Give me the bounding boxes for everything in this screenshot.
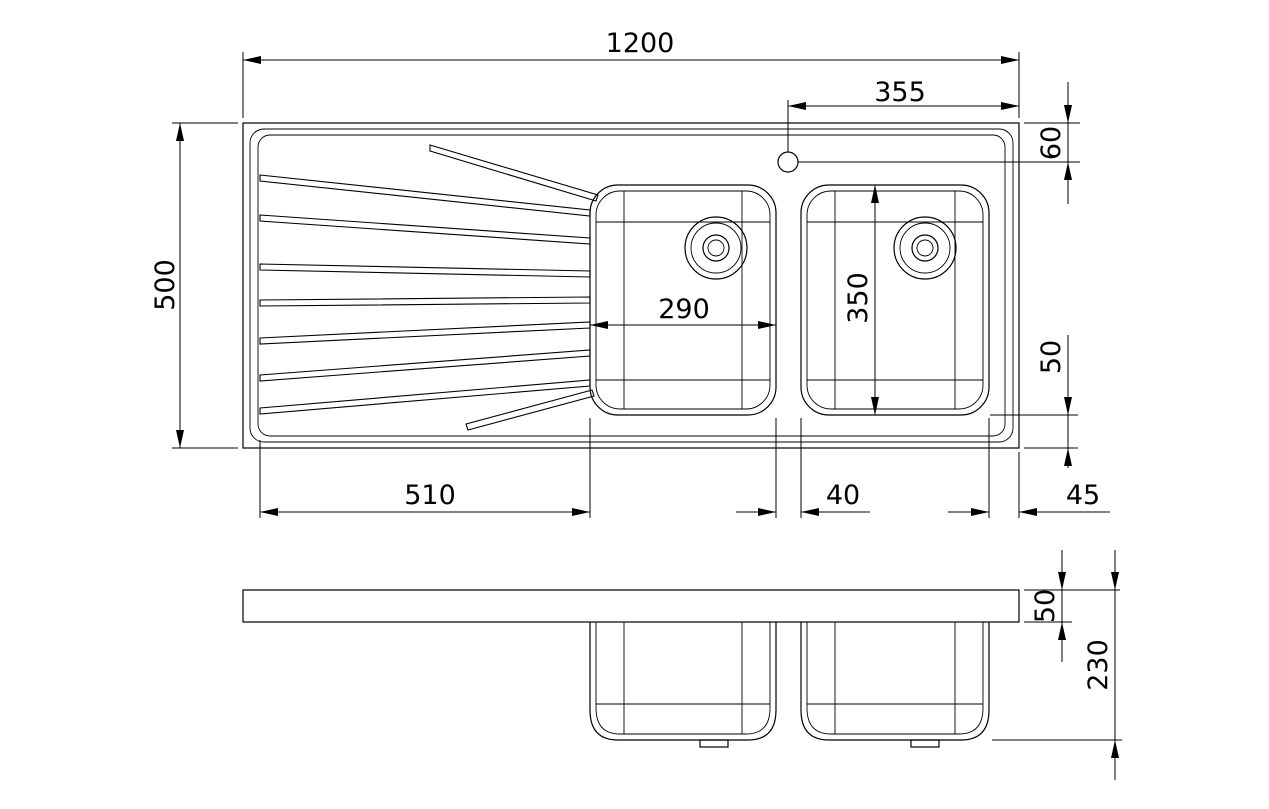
dim-total-height: 230 bbox=[992, 550, 1122, 780]
dim-label-deck-thickness: 50 bbox=[1030, 589, 1061, 623]
dim-bowl-gap: 40 bbox=[736, 418, 870, 518]
deck-rim-inner bbox=[257, 134, 1006, 437]
dim-overall-depth: 500 bbox=[150, 122, 238, 449]
deck-rim bbox=[249, 128, 1014, 443]
dim-label-total-height: 230 bbox=[1083, 639, 1114, 691]
dim-deck-thickness: 50 bbox=[1024, 550, 1120, 662]
left-bowl-side bbox=[589, 622, 777, 741]
left-bowl bbox=[589, 184, 777, 416]
dim-bowl-front-margin: 50 bbox=[990, 335, 1078, 468]
side-view bbox=[242, 589, 1020, 748]
dim-tap-hole-offset: 355 bbox=[787, 77, 1020, 152]
right-outlet-side bbox=[910, 739, 940, 748]
right-bowl bbox=[800, 184, 990, 416]
dim-label-tap-hole-offset: 355 bbox=[874, 77, 926, 108]
dim-label-overall-length: 1200 bbox=[606, 28, 675, 59]
groove bbox=[259, 321, 591, 345]
right-waste-outlet bbox=[893, 216, 957, 280]
groove bbox=[259, 296, 591, 307]
dim-label-bowl-length: 350 bbox=[843, 272, 874, 324]
groove bbox=[465, 389, 595, 431]
dim-label-end-margin: 45 bbox=[1066, 480, 1100, 511]
groove bbox=[259, 349, 591, 382]
dim-label-bowl-width: 290 bbox=[658, 294, 710, 325]
deck-side bbox=[242, 589, 1020, 623]
dim-overall-length: 1200 bbox=[242, 28, 1020, 118]
dim-end-margin: 45 bbox=[948, 418, 1110, 518]
left-waste-outlet bbox=[684, 216, 748, 280]
groove bbox=[259, 263, 591, 278]
right-bowl-side bbox=[800, 622, 990, 741]
dim-label-tap-hole-inset: 60 bbox=[1036, 126, 1067, 160]
dim-bowl-width: 290 bbox=[590, 294, 776, 329]
dim-label-bowl-gap: 40 bbox=[826, 480, 860, 511]
top-view bbox=[242, 122, 1020, 449]
dim-bowl-length: 350 bbox=[843, 185, 879, 415]
groove bbox=[259, 214, 591, 245]
left-outlet-side bbox=[699, 739, 729, 748]
dim-label-overall-depth: 500 bbox=[150, 259, 181, 311]
deck-outline bbox=[242, 122, 1020, 449]
dim-drainer-length: 510 bbox=[259, 418, 591, 518]
groove bbox=[429, 144, 599, 202]
dimensions: 1200 355 60 500 bbox=[150, 28, 1122, 780]
drainer-grooves bbox=[259, 144, 599, 431]
dim-tap-hole-inset: 60 bbox=[798, 82, 1080, 204]
tap-hole bbox=[777, 151, 799, 173]
dim-label-bowl-front-margin: 50 bbox=[1036, 340, 1067, 374]
dim-label-drainer-length: 510 bbox=[404, 480, 456, 511]
